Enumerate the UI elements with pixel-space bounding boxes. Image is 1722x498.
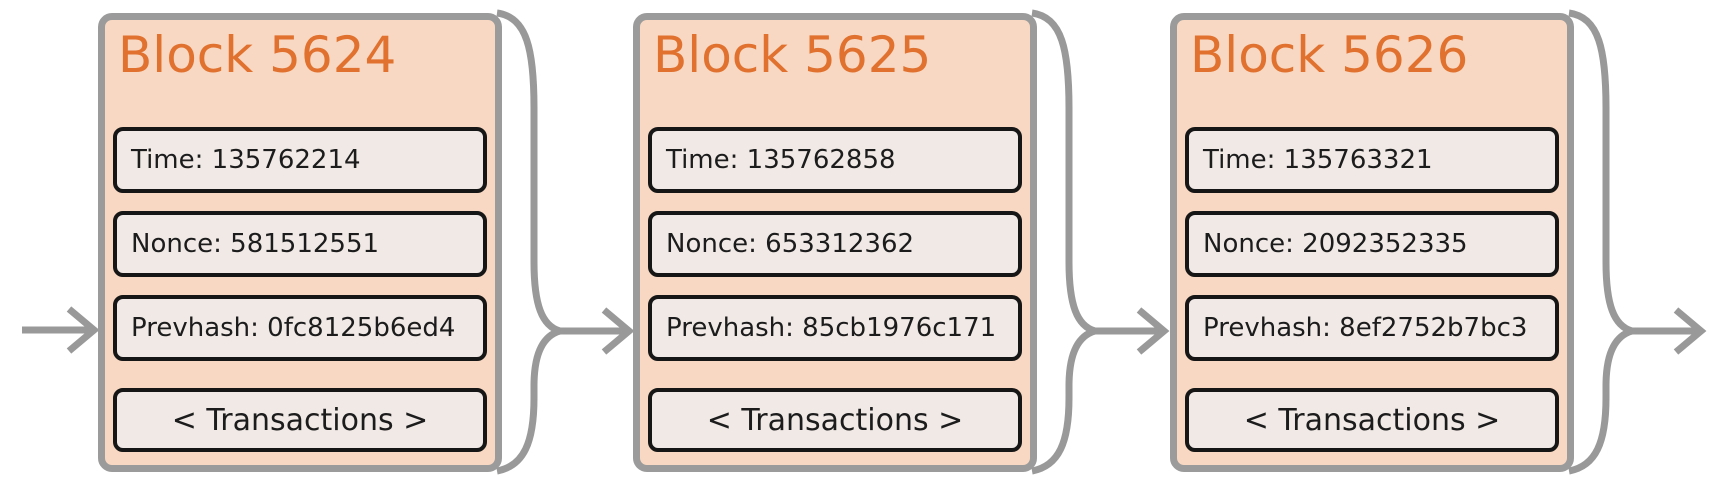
nonce-field: Nonce: 653312362 [648, 211, 1022, 277]
time-field: Time: 135763321 [1185, 127, 1559, 193]
time-field: Time: 135762858 [648, 127, 1022, 193]
nonce-field: Nonce: 2092352335 [1185, 211, 1559, 277]
hash-link-connector-1 [496, 9, 635, 475]
transactions-button[interactable]: < Transactions > [113, 388, 487, 452]
block-card-3: Block 5626 Time: 135763321 Nonce: 209235… [1170, 13, 1574, 472]
incoming-hash-arrow [22, 306, 100, 354]
prevhash-field: Prevhash: 0fc8125b6ed4 [113, 295, 487, 361]
transactions-button[interactable]: < Transactions > [1185, 388, 1559, 452]
block-card-1: Block 5624 Time: 135762214 Nonce: 581512… [98, 13, 502, 472]
block-card-2: Block 5625 Time: 135762858 Nonce: 653312… [633, 13, 1037, 472]
prevhash-field: Prevhash: 8ef2752b7bc3 [1185, 295, 1559, 361]
block-title: Block 5625 [653, 26, 932, 84]
block-title: Block 5626 [1190, 26, 1469, 84]
block-title: Block 5624 [118, 26, 397, 84]
nonce-field: Nonce: 581512551 [113, 211, 487, 277]
hash-link-connector-2 [1031, 9, 1170, 475]
transactions-button[interactable]: < Transactions > [648, 388, 1022, 452]
time-field: Time: 135762214 [113, 127, 487, 193]
hash-link-connector-3 [1568, 9, 1707, 475]
prevhash-field: Prevhash: 85cb1976c171 [648, 295, 1022, 361]
